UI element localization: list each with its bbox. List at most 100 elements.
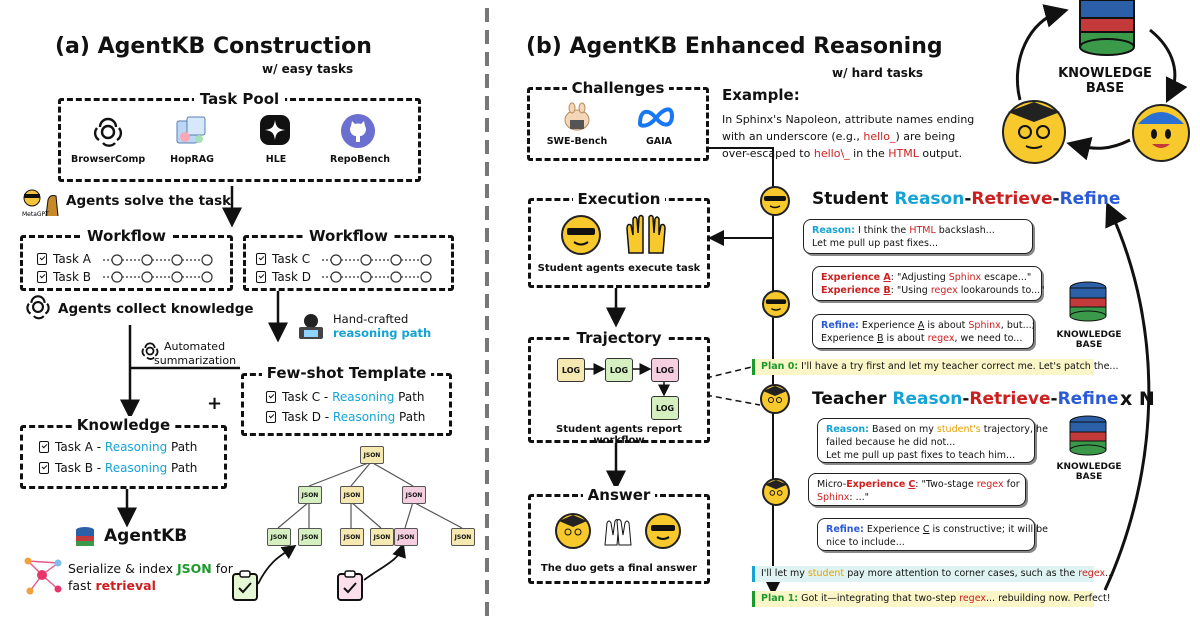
json-node: JSON bbox=[402, 486, 426, 504]
left-title: (a) AgentKB Construction bbox=[55, 34, 372, 59]
student-header: Student Reason-Retrieve-Refine bbox=[812, 189, 1121, 209]
agent-mascots-icon: MetaGPT bbox=[20, 186, 62, 218]
right-title: (b) AgentKB Enhanced Reasoning bbox=[526, 34, 943, 59]
github-icon bbox=[340, 113, 376, 149]
repeat-n-label: x N bbox=[1120, 388, 1155, 410]
student-reason-bubble: Reason: I think the HTML backslash... Le… bbox=[803, 219, 1033, 254]
teacher-icon bbox=[555, 513, 591, 549]
plan0-line: Plan 0: I'll have a try first and let my… bbox=[752, 359, 1118, 375]
task-pool-title: Task Pool bbox=[193, 90, 286, 108]
json-node: JSON bbox=[298, 528, 322, 546]
workflow-left-title: Workflow bbox=[82, 227, 171, 245]
checklist-icon bbox=[39, 462, 49, 474]
knowledge-row: Task A - Reasoning Path bbox=[39, 440, 197, 454]
workflow-task-row: Task B bbox=[37, 270, 91, 284]
hacker-icon bbox=[296, 312, 326, 342]
json-node: JSON bbox=[340, 486, 364, 504]
example-text: In Sphinx's Napoleon, attribute names en… bbox=[722, 113, 975, 160]
checklist-icon bbox=[256, 253, 266, 265]
checklist-icon bbox=[256, 271, 266, 283]
hle-icon bbox=[258, 113, 292, 147]
svg-text:MetaGPT: MetaGPT bbox=[22, 211, 49, 218]
knowledge-title: Knowledge bbox=[71, 416, 176, 434]
teacher-plan-line: I'll let my student pay more attention t… bbox=[752, 566, 1114, 582]
json-node: JSON bbox=[298, 486, 322, 504]
hoprag-icon bbox=[173, 113, 209, 149]
knowledge-base-icon bbox=[1072, 0, 1142, 60]
reasoning-path-label: reasoning path bbox=[333, 326, 432, 340]
student-avatar bbox=[760, 186, 790, 216]
cool-face-icon bbox=[561, 215, 601, 255]
task-pool-item: BrowserComp bbox=[71, 154, 146, 165]
checklist-icon bbox=[266, 391, 276, 403]
answer-box: Answer The duo gets a final answer bbox=[528, 486, 710, 584]
challenges-title: Challenges bbox=[566, 79, 670, 97]
execution-title: Execution bbox=[572, 190, 666, 208]
student-mascot-icon bbox=[1132, 104, 1190, 162]
execution-box: Execution Student agents execute task bbox=[528, 190, 710, 288]
log-file-icon: LOG bbox=[651, 396, 679, 420]
network-graph-icon bbox=[20, 553, 64, 597]
teacher-avatar bbox=[760, 384, 790, 414]
openai-icon bbox=[140, 341, 160, 361]
openai-icon bbox=[91, 115, 125, 149]
teacher-header: Teacher Reason-Retrieve-Refine bbox=[812, 389, 1119, 409]
log-file-icon: LOG bbox=[557, 358, 585, 382]
agents-solve-label: Agents solve the task bbox=[66, 193, 232, 209]
openai-icon bbox=[24, 293, 52, 321]
student-avatar bbox=[762, 290, 790, 318]
json-node: JSON bbox=[394, 528, 418, 546]
workflow-right-title: Workflow bbox=[304, 227, 393, 245]
json-node: JSON bbox=[370, 528, 394, 546]
agentkb-label: AgentKB bbox=[104, 526, 188, 546]
json-tree-lines bbox=[277, 461, 463, 529]
answer-caption: The duo gets a final answer bbox=[540, 563, 698, 574]
log-file-icon: LOG bbox=[651, 358, 679, 382]
challenge-item: GAIA bbox=[645, 136, 673, 147]
trajectory-box: Trajectory LOG LOG LOG LOG Student agent… bbox=[528, 329, 710, 446]
cool-student-icon bbox=[645, 513, 681, 549]
workflow-chain-icon bbox=[322, 254, 432, 283]
knowledge-row: Task B - Reasoning Path bbox=[39, 461, 197, 475]
teacher-experience-bubble: Micro-Experience C: "Two-stage regex for… bbox=[808, 473, 1026, 506]
summarization-label: summarization bbox=[154, 354, 237, 367]
student-experience-bubble: Experience A: "Adjusting Sphinx escape..… bbox=[812, 266, 1045, 301]
json-node: JSON bbox=[360, 446, 384, 464]
checklist-icon bbox=[37, 253, 47, 265]
serialize-line-2: fast retrieval bbox=[68, 578, 156, 593]
left-subtitle: w/ easy tasks bbox=[262, 62, 354, 76]
plus-sign: + bbox=[207, 393, 223, 414]
serialize-line-1: Serialize & index JSON for bbox=[68, 561, 233, 576]
answer-title: Answer bbox=[582, 486, 656, 504]
high-five-icon bbox=[601, 515, 635, 547]
automated-label: Automated bbox=[164, 340, 226, 353]
json-node: JSON bbox=[340, 528, 364, 546]
database-icon bbox=[74, 525, 96, 549]
right-subtitle: w/ hard tasks bbox=[832, 66, 924, 80]
agents-collect-label: Agents collect knowledge bbox=[58, 301, 254, 317]
knowledge-box: Knowledge Task A - Reasoning Path Task B… bbox=[20, 416, 227, 489]
challenges-box: Challenges SWE-Bench GAIA bbox=[527, 79, 709, 161]
workflow-left-box: Workflow Task A Task B bbox=[20, 227, 233, 291]
knowledge-base-icon bbox=[1066, 414, 1110, 458]
workflow-task-row: Task D bbox=[256, 270, 311, 284]
llama-icon bbox=[560, 102, 594, 132]
checklist-icon bbox=[266, 411, 276, 423]
raised-hands-icon bbox=[623, 213, 669, 255]
checklist-icon bbox=[37, 271, 47, 283]
example-title: Example: bbox=[722, 86, 800, 104]
clipboard-check-icon bbox=[336, 570, 364, 602]
workflow-right-box: Workflow Task C Task D bbox=[243, 227, 454, 291]
teacher-mascot-icon bbox=[1002, 100, 1066, 164]
json-node: JSON bbox=[267, 528, 291, 546]
workflow-chain-icon bbox=[103, 254, 213, 283]
task-pool-box: Task Pool BrowserComp HopRAG HLE RepoBen… bbox=[58, 90, 421, 182]
fewshot-row: Task C - Reasoning Path bbox=[266, 390, 425, 404]
task-pool-item: HopRAG bbox=[170, 154, 214, 165]
execution-caption: Student agents execute task bbox=[537, 263, 701, 274]
plan1-line: Plan 1: Got it—integrating that two-step… bbox=[752, 591, 1111, 607]
